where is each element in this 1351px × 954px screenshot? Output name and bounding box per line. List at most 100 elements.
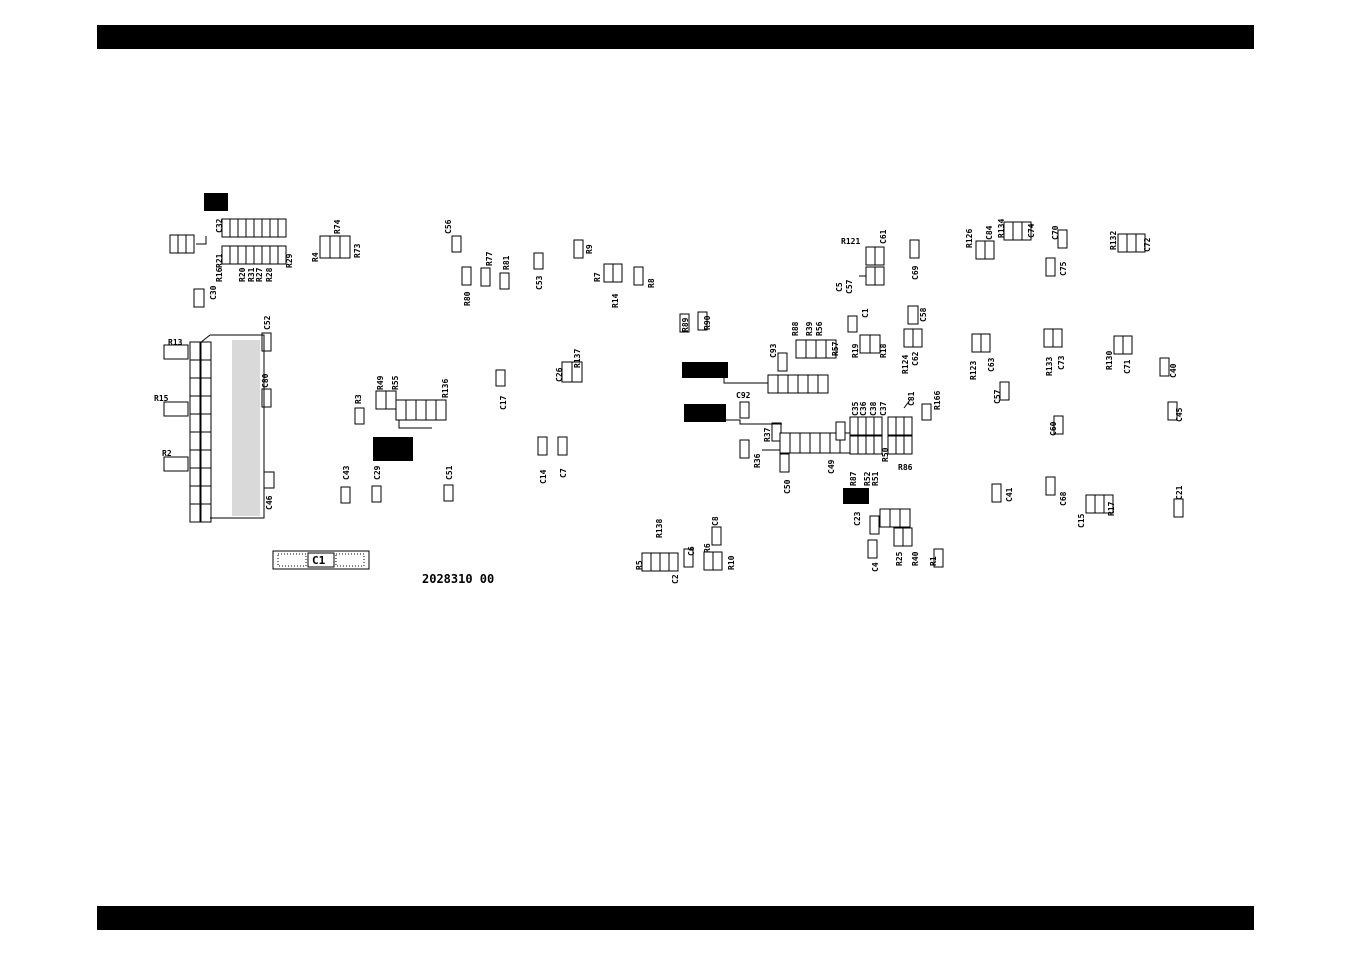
component-label: C8 xyxy=(711,516,720,526)
component-pad xyxy=(999,381,1010,401)
component-pad xyxy=(859,334,871,354)
component-pad xyxy=(177,234,187,254)
component-label: R87 xyxy=(849,471,858,486)
component-pad xyxy=(817,374,829,394)
component-pad xyxy=(809,432,821,454)
component-pad xyxy=(712,551,723,571)
component-pad xyxy=(1057,229,1068,249)
component-pad xyxy=(874,266,885,286)
component-pad xyxy=(711,526,722,546)
component-pad xyxy=(253,245,263,265)
component-pad xyxy=(835,421,846,441)
component-label: R166 xyxy=(933,391,942,410)
component-label: R31 xyxy=(247,267,256,282)
component-label: C49 xyxy=(827,459,836,474)
component-pad xyxy=(849,416,859,436)
connector-c1: C1 xyxy=(272,550,370,570)
component-pad xyxy=(371,485,382,503)
component-label: R81 xyxy=(502,255,511,270)
component-pad xyxy=(189,431,201,451)
component-pad xyxy=(849,435,859,455)
connector-label: C1 xyxy=(312,554,326,567)
component-pad xyxy=(354,407,365,425)
component-pad xyxy=(261,218,271,238)
component-pad xyxy=(405,399,417,421)
component-label: C73 xyxy=(1057,355,1066,370)
component-pad xyxy=(697,311,708,331)
component-label: R55 xyxy=(391,375,400,390)
component-pad xyxy=(683,548,694,568)
component-pad xyxy=(795,339,807,359)
component-label: R90 xyxy=(703,315,712,330)
component-label: R8 xyxy=(647,278,656,288)
component-label: C70 xyxy=(1051,225,1060,240)
component-label: R133 xyxy=(1045,357,1054,376)
component-pad xyxy=(200,359,212,379)
component-label: R37 xyxy=(763,427,772,442)
component-label: C26 xyxy=(555,367,564,382)
component-label: R136 xyxy=(441,379,450,398)
component-pad xyxy=(200,413,212,433)
component-label: C41 xyxy=(1005,487,1014,502)
component-pad xyxy=(865,416,875,436)
component-label: C32 xyxy=(215,218,224,233)
component-pad xyxy=(269,218,279,238)
component-pad xyxy=(1122,335,1133,355)
component-label: C36 xyxy=(859,401,868,416)
component-label: C21 xyxy=(1175,485,1184,500)
trace xyxy=(723,378,768,384)
component-pad xyxy=(633,266,644,286)
component-label: C2 xyxy=(671,574,680,584)
component-label: C74 xyxy=(1027,223,1036,238)
component-pad xyxy=(865,246,876,266)
component-pad xyxy=(1126,233,1137,253)
component-pad xyxy=(1052,328,1063,348)
component-pad xyxy=(319,235,331,259)
component-pad xyxy=(933,548,944,568)
component-pad xyxy=(909,239,920,259)
component-label: R25 xyxy=(895,551,904,566)
component-pad xyxy=(200,377,212,397)
component-pad xyxy=(807,374,819,394)
component-pad xyxy=(425,399,437,421)
component-pad xyxy=(767,374,779,394)
component-label: C62 xyxy=(911,351,920,366)
component-pad xyxy=(261,388,272,408)
component-pad xyxy=(789,432,801,454)
component-pad xyxy=(889,508,901,528)
component-label: C14 xyxy=(539,469,548,484)
component-pad xyxy=(245,218,255,238)
dark-chip-block xyxy=(204,193,228,211)
trace xyxy=(903,399,911,409)
component-pad xyxy=(703,551,714,571)
component-label: C6 xyxy=(687,546,696,556)
component-label: R10 xyxy=(727,555,736,570)
component-label: R77 xyxy=(485,251,494,266)
component-label: R123 xyxy=(969,361,978,380)
component-pad xyxy=(895,435,905,455)
component-pad xyxy=(907,305,919,325)
component-pad xyxy=(819,432,831,454)
component-pad xyxy=(237,245,247,265)
component-pad xyxy=(193,288,205,308)
component-label: C72 xyxy=(1143,237,1152,252)
component-label: C75 xyxy=(1059,261,1068,276)
component-label: R13 xyxy=(168,338,183,347)
component-pad xyxy=(189,503,201,523)
component-pad xyxy=(869,334,881,354)
component-pad xyxy=(189,467,201,487)
dark-chip-block xyxy=(373,437,413,461)
component-pad xyxy=(771,422,782,442)
component-label: C61 xyxy=(879,229,888,244)
component-label: C57 xyxy=(993,389,1002,404)
component-label: C71 xyxy=(1123,359,1132,374)
component-pad xyxy=(668,552,679,572)
component-label: R134 xyxy=(997,219,1006,238)
component-pad xyxy=(1021,221,1032,241)
component-label: R126 xyxy=(965,229,974,248)
component-pad xyxy=(277,245,287,265)
component-pad xyxy=(340,486,351,504)
component-label: R137 xyxy=(573,349,582,368)
